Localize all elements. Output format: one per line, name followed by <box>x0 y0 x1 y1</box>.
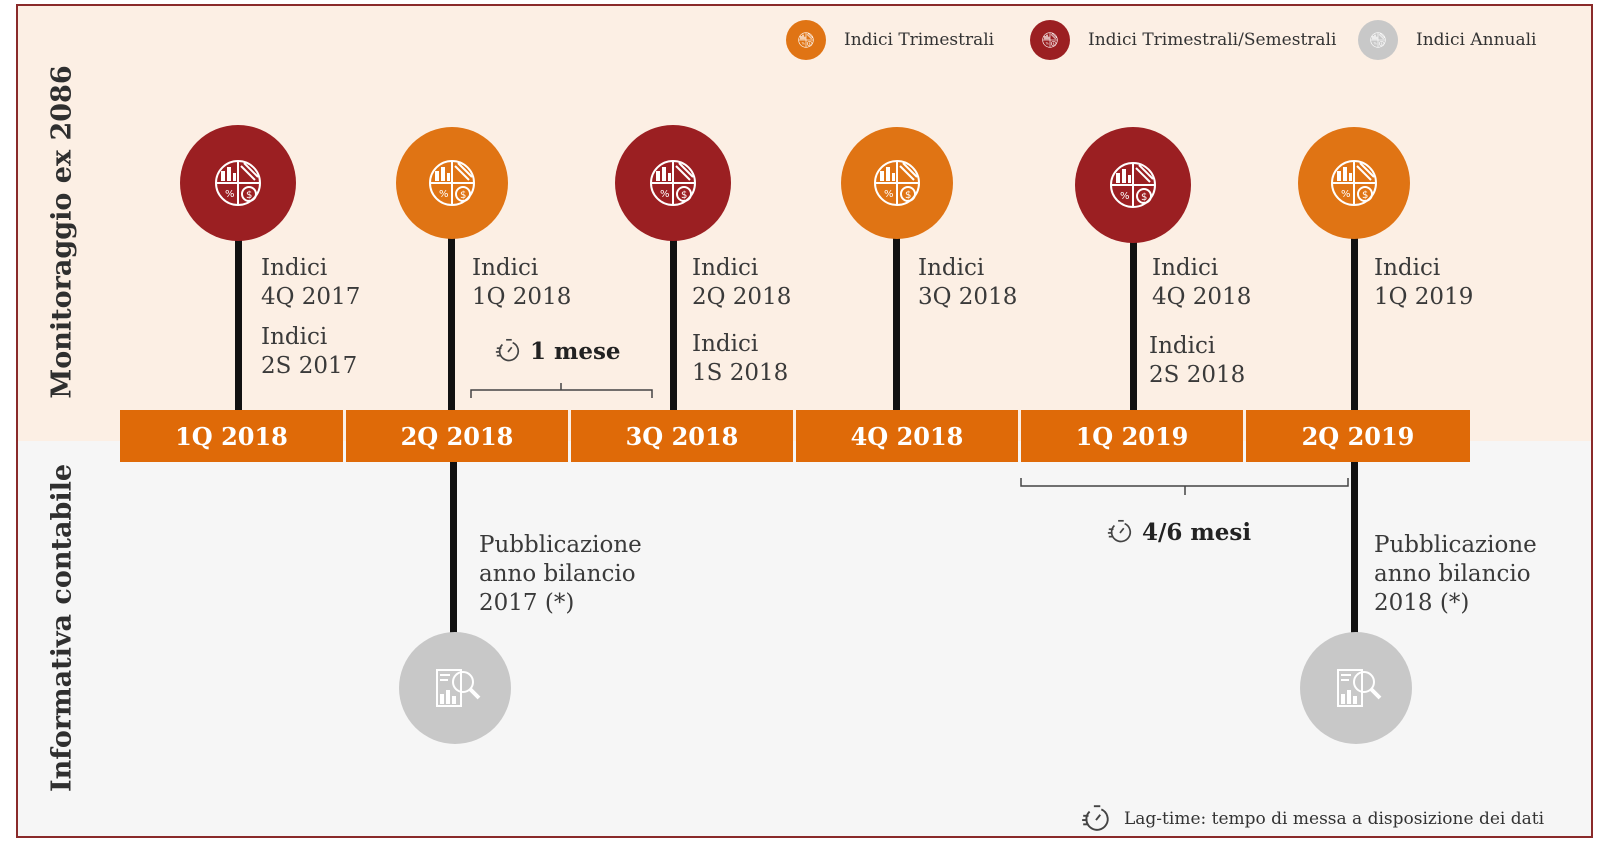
timer-icon <box>1080 803 1112 835</box>
chart-icon <box>1030 20 1070 60</box>
milestone-stem <box>670 230 677 410</box>
milestone-label: Indici 1Q 2019 <box>1374 255 1474 310</box>
footnote: Lag-time: tempo di messa a disposizione … <box>1080 803 1544 835</box>
timeline-segment: 1Q 2018 <box>120 410 343 462</box>
milestone-label: Indici 2S 2018 <box>1149 333 1246 388</box>
timeline-segment: 3Q 2018 <box>571 410 793 462</box>
diagram-frame <box>16 4 1593 838</box>
chart-icon <box>1358 20 1398 60</box>
publication-label: Pubblicazione anno bilancio 2018 (*) <box>1374 532 1537 616</box>
publication-stem <box>1351 462 1358 637</box>
side-label-monitoring: Monitoraggio ex 2086 <box>46 65 78 399</box>
legend-label: Indici Trimestrali/Semestrali <box>1088 30 1337 50</box>
lag-top: 1 mese <box>494 337 621 365</box>
report-search-icon <box>425 658 485 718</box>
milestone-circle-trimestrali <box>841 127 953 239</box>
legend-label: Indici Trimestrali <box>844 30 995 50</box>
timeline-segment: 1Q 2019 <box>1021 410 1243 462</box>
lag-top-bracket <box>470 383 653 398</box>
publication-circle <box>399 632 511 744</box>
milestone-circle-trimestrali-semestrali <box>615 125 731 241</box>
chart-icon <box>422 153 482 213</box>
legend-label: Indici Annuali <box>1416 30 1537 50</box>
milestone-circle-trimestrali <box>1298 127 1410 239</box>
timer-icon <box>1106 518 1134 546</box>
milestone-circle-trimestrali-semestrali <box>1075 127 1191 243</box>
timeline-segment: 4Q 2018 <box>796 410 1018 462</box>
milestone-stem <box>448 230 455 410</box>
lag-bottom: 4/6 mesi <box>1106 518 1251 546</box>
timeline-segment: 2Q 2019 <box>1246 410 1470 462</box>
legend-item-trimestrali-semestrali: Indici Trimestrali/Semestrali <box>1030 20 1336 60</box>
lag-top-label: 1 mese <box>530 337 621 365</box>
milestone-circle-trimestrali <box>396 127 508 239</box>
publication-circle <box>1300 632 1412 744</box>
publication-stem <box>450 462 457 637</box>
legend-item-annuali: Indici Annuali <box>1358 20 1536 60</box>
chart-icon <box>786 20 826 60</box>
chart-icon <box>643 153 703 213</box>
side-label-accounting: Informativa contabile <box>46 463 78 793</box>
chart-icon <box>1103 155 1163 215</box>
milestone-stem <box>1351 230 1358 410</box>
chart-icon <box>867 153 927 213</box>
lag-bottom-bracket <box>1020 478 1349 495</box>
timeline-segment: 2Q 2018 <box>346 410 568 462</box>
milestone-label: Indici 2S 2017 <box>261 324 358 379</box>
milestone-stem <box>893 230 900 410</box>
milestone-label: Indici 2Q 2018 <box>692 255 792 310</box>
milestone-label: Indici 3Q 2018 <box>918 255 1018 310</box>
publication-label: Pubblicazione anno bilancio 2017 (*) <box>479 532 642 616</box>
milestone-label: Indici 4Q 2018 <box>1152 255 1252 310</box>
milestone-stem <box>1130 230 1137 410</box>
footnote-text: Lag-time: tempo di messa a disposizione … <box>1124 809 1545 829</box>
legend-item-trimestrali: Indici Trimestrali <box>786 20 994 60</box>
chart-icon <box>208 153 268 213</box>
chart-icon <box>1324 153 1384 213</box>
report-search-icon <box>1326 658 1386 718</box>
milestone-label: Indici 1S 2018 <box>692 331 789 386</box>
milestone-label: Indici 4Q 2017 <box>261 255 361 310</box>
milestone-label: Indici 1Q 2018 <box>472 255 572 310</box>
milestone-circle-trimestrali-semestrali <box>180 125 296 241</box>
milestone-stem <box>235 230 242 410</box>
timer-icon <box>494 337 522 365</box>
lag-bottom-label: 4/6 mesi <box>1142 518 1252 546</box>
